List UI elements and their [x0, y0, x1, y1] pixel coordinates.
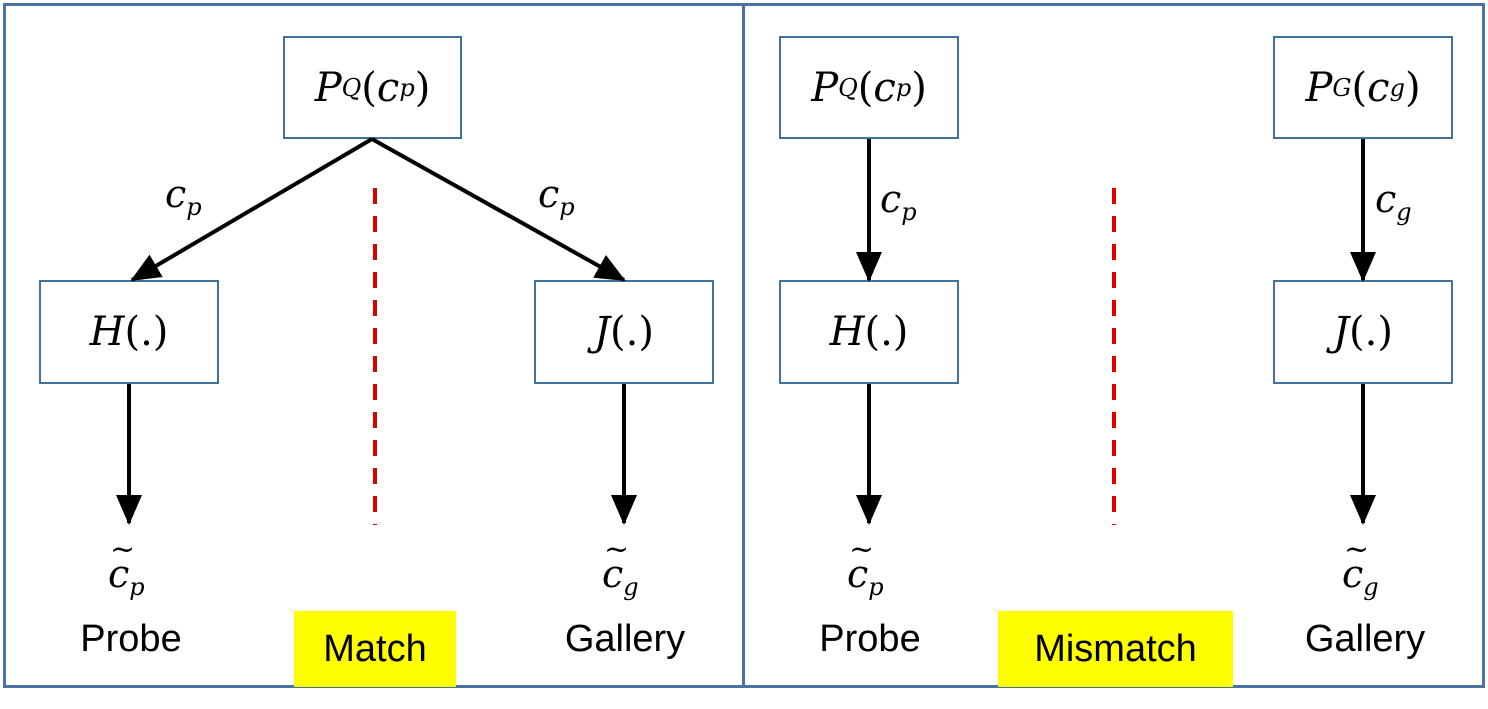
output-probe: cp: [108, 535, 145, 599]
mismatch-tag: Mismatch: [998, 611, 1233, 687]
h-box: H(.): [39, 280, 219, 384]
j-arg: (.): [610, 309, 654, 355]
probe-label-right: Probe: [819, 618, 921, 660]
edge-label-right: cp: [538, 172, 575, 221]
edge-label-right-right-panel: cg: [1375, 177, 1412, 226]
h-box-right: H(.): [779, 280, 959, 384]
h-symbol: H: [89, 309, 125, 355]
edge-label-left-right-panel: cp: [880, 177, 917, 226]
output-probe-right: cp: [847, 535, 884, 599]
edge-label-left: cp: [165, 172, 202, 221]
pq-subscript: Q: [341, 73, 362, 102]
j-box-right: J(.): [1273, 280, 1453, 384]
pq-arg-subscript: p: [399, 73, 415, 102]
pq-arg: c: [376, 64, 400, 111]
h-arg: (.): [124, 309, 169, 355]
gallery-label: Gallery: [564, 618, 686, 660]
j-box: J(.): [534, 280, 714, 384]
output-gallery: cg: [602, 535, 639, 599]
probe-label: Probe: [80, 618, 182, 660]
j-symbol: J: [594, 309, 611, 355]
gallery-label-right: Gallery: [1304, 618, 1426, 660]
output-gallery-right: cg: [1342, 535, 1379, 599]
pq-symbol: P: [314, 64, 342, 111]
match-tag: Match: [294, 611, 456, 687]
